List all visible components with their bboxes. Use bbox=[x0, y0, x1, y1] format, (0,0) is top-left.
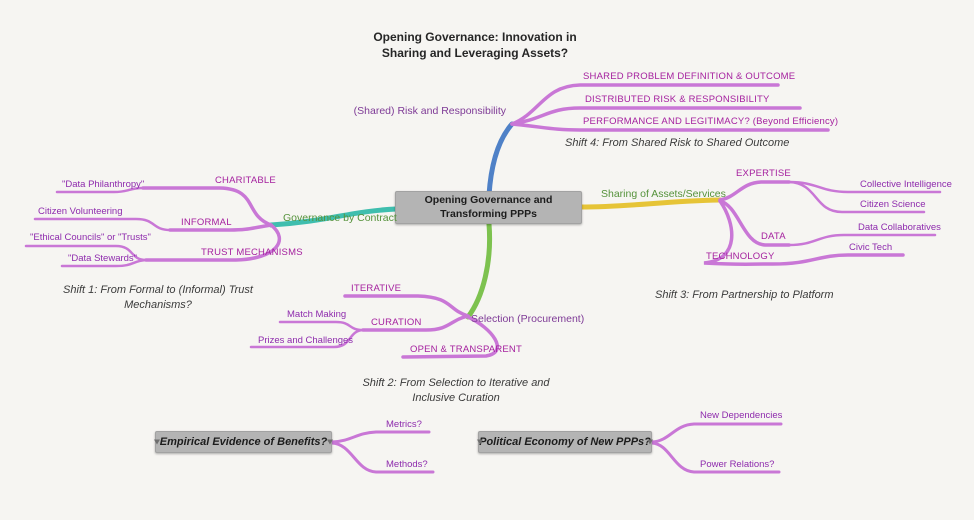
risk-item-performance-legitimacy[interactable]: PERFORMANCE AND LEGITIMACY? (Beyond Effi… bbox=[583, 116, 839, 127]
sharing-branch-line bbox=[578, 197, 723, 210]
collapse-arrow-icon bbox=[154, 439, 160, 445]
citizen-volunteering-line bbox=[33, 217, 172, 232]
collapse-arrow-icon bbox=[477, 439, 483, 445]
trust-mechanisms-label[interactable]: TRUST MECHANISMS bbox=[201, 247, 303, 258]
citizen-volunteering-leaf[interactable]: Citizen Volunteering bbox=[38, 206, 123, 217]
technology-label[interactable]: TECHNOLOGY bbox=[706, 251, 775, 262]
political-node[interactable]: Political Economy of New PPPs? bbox=[477, 431, 653, 453]
methods-leaf[interactable]: Methods? bbox=[386, 459, 428, 470]
match-making-line bbox=[278, 320, 365, 332]
data-label[interactable]: DATA bbox=[761, 231, 786, 242]
informal-label[interactable]: INFORMAL bbox=[181, 217, 232, 228]
sharing-branch-label[interactable]: Sharing of Assets/Services bbox=[601, 188, 726, 200]
data-stewards-leaf[interactable]: "Data Stewards" bbox=[68, 253, 138, 264]
shift3-note[interactable]: Shift 3: From Partnership to Platform bbox=[655, 289, 834, 301]
match-making-leaf[interactable]: Match Making bbox=[287, 309, 347, 320]
shift2-note[interactable]: Shift 2: From Selection to Iterative and… bbox=[348, 376, 564, 406]
central-node-text: Opening Governance and Transforming PPPs bbox=[425, 194, 553, 221]
expertise-label[interactable]: EXPERTISE bbox=[736, 168, 791, 179]
open-transparent-label[interactable]: OPEN & TRANSPARENT bbox=[410, 344, 522, 355]
map-title-line2: Sharing and Leveraging Assets? bbox=[381, 45, 569, 60]
new-dependencies-line bbox=[650, 422, 783, 444]
central-node[interactable]: Opening Governance and Transforming PPPs bbox=[395, 191, 582, 224]
shift1-note[interactable]: Shift 1: From Formal to (Informal) Trust… bbox=[48, 283, 268, 313]
empirical-node[interactable]: Empirical Evidence of Benefits? bbox=[154, 431, 333, 453]
new-dependencies-leaf[interactable]: New Dependencies bbox=[700, 410, 783, 421]
civic-tech-leaf[interactable]: Civic Tech bbox=[849, 242, 893, 253]
governance-branch-label[interactable]: Governance by Contract bbox=[283, 212, 397, 224]
ethical-councils-leaf[interactable]: "Ethical Councils" or "Trusts" bbox=[30, 232, 151, 243]
shift1-line2: Mechanisms? bbox=[124, 298, 192, 311]
map-title[interactable]: Opening Governance: Innovation in Sharin… bbox=[324, 30, 626, 61]
citizen-science-leaf[interactable]: Citizen Science bbox=[860, 199, 926, 210]
shift2-line1: Shift 2: From Selection to Iterative and bbox=[362, 377, 550, 389]
collapse-arrow-icon bbox=[327, 439, 333, 445]
iterative-line bbox=[343, 294, 470, 318]
shift2-line2: Inclusive Curation bbox=[412, 391, 500, 404]
central-node-line1: Opening Governance and bbox=[424, 193, 553, 206]
shift4-note[interactable]: Shift 4: From Shared Risk to Shared Outc… bbox=[565, 137, 790, 149]
risk-item-shared-problem[interactable]: SHARED PROBLEM DEFINITION & OUTCOME bbox=[583, 71, 796, 82]
collapse-arrow-icon bbox=[647, 439, 653, 445]
power-relations-leaf[interactable]: Power Relations? bbox=[700, 459, 775, 470]
risk-branch-line bbox=[486, 121, 515, 198]
data-philanthropy-leaf[interactable]: "Data Philanthropy" bbox=[62, 179, 145, 190]
metrics-line bbox=[330, 430, 431, 444]
prizes-challenges-leaf[interactable]: Prizes and Challenges bbox=[258, 335, 354, 346]
political-node-label: Political Economy of New PPPs? bbox=[479, 436, 651, 448]
shift1-line1: Shift 1: From Formal to (Informal) Trust bbox=[63, 284, 253, 296]
expertise-line bbox=[718, 180, 791, 202]
charitable-label[interactable]: CHARITABLE bbox=[215, 175, 276, 186]
iterative-label[interactable]: ITERATIVE bbox=[351, 283, 402, 294]
metrics-leaf[interactable]: Metrics? bbox=[386, 419, 422, 430]
data-collaboratives-leaf[interactable]: Data Collaboratives bbox=[858, 222, 941, 233]
curation-label[interactable]: CURATION bbox=[371, 317, 422, 328]
selection-branch-label[interactable]: Selection (Procurement) bbox=[471, 313, 585, 325]
empirical-node-label: Empirical Evidence of Benefits? bbox=[159, 436, 328, 448]
map-title-line1: Opening Governance: Innovation in bbox=[373, 30, 577, 44]
central-node-line2: Transforming PPPs bbox=[440, 207, 537, 220]
selection-branch-line bbox=[465, 221, 493, 320]
risk-item-distributed-risk[interactable]: DISTRIBUTED RISK & RESPONSIBILITY bbox=[585, 94, 770, 105]
collective-intelligence-leaf[interactable]: Collective Intelligence bbox=[860, 179, 952, 190]
risk-branch-label[interactable]: (Shared) Risk and Responsibility bbox=[353, 105, 506, 117]
